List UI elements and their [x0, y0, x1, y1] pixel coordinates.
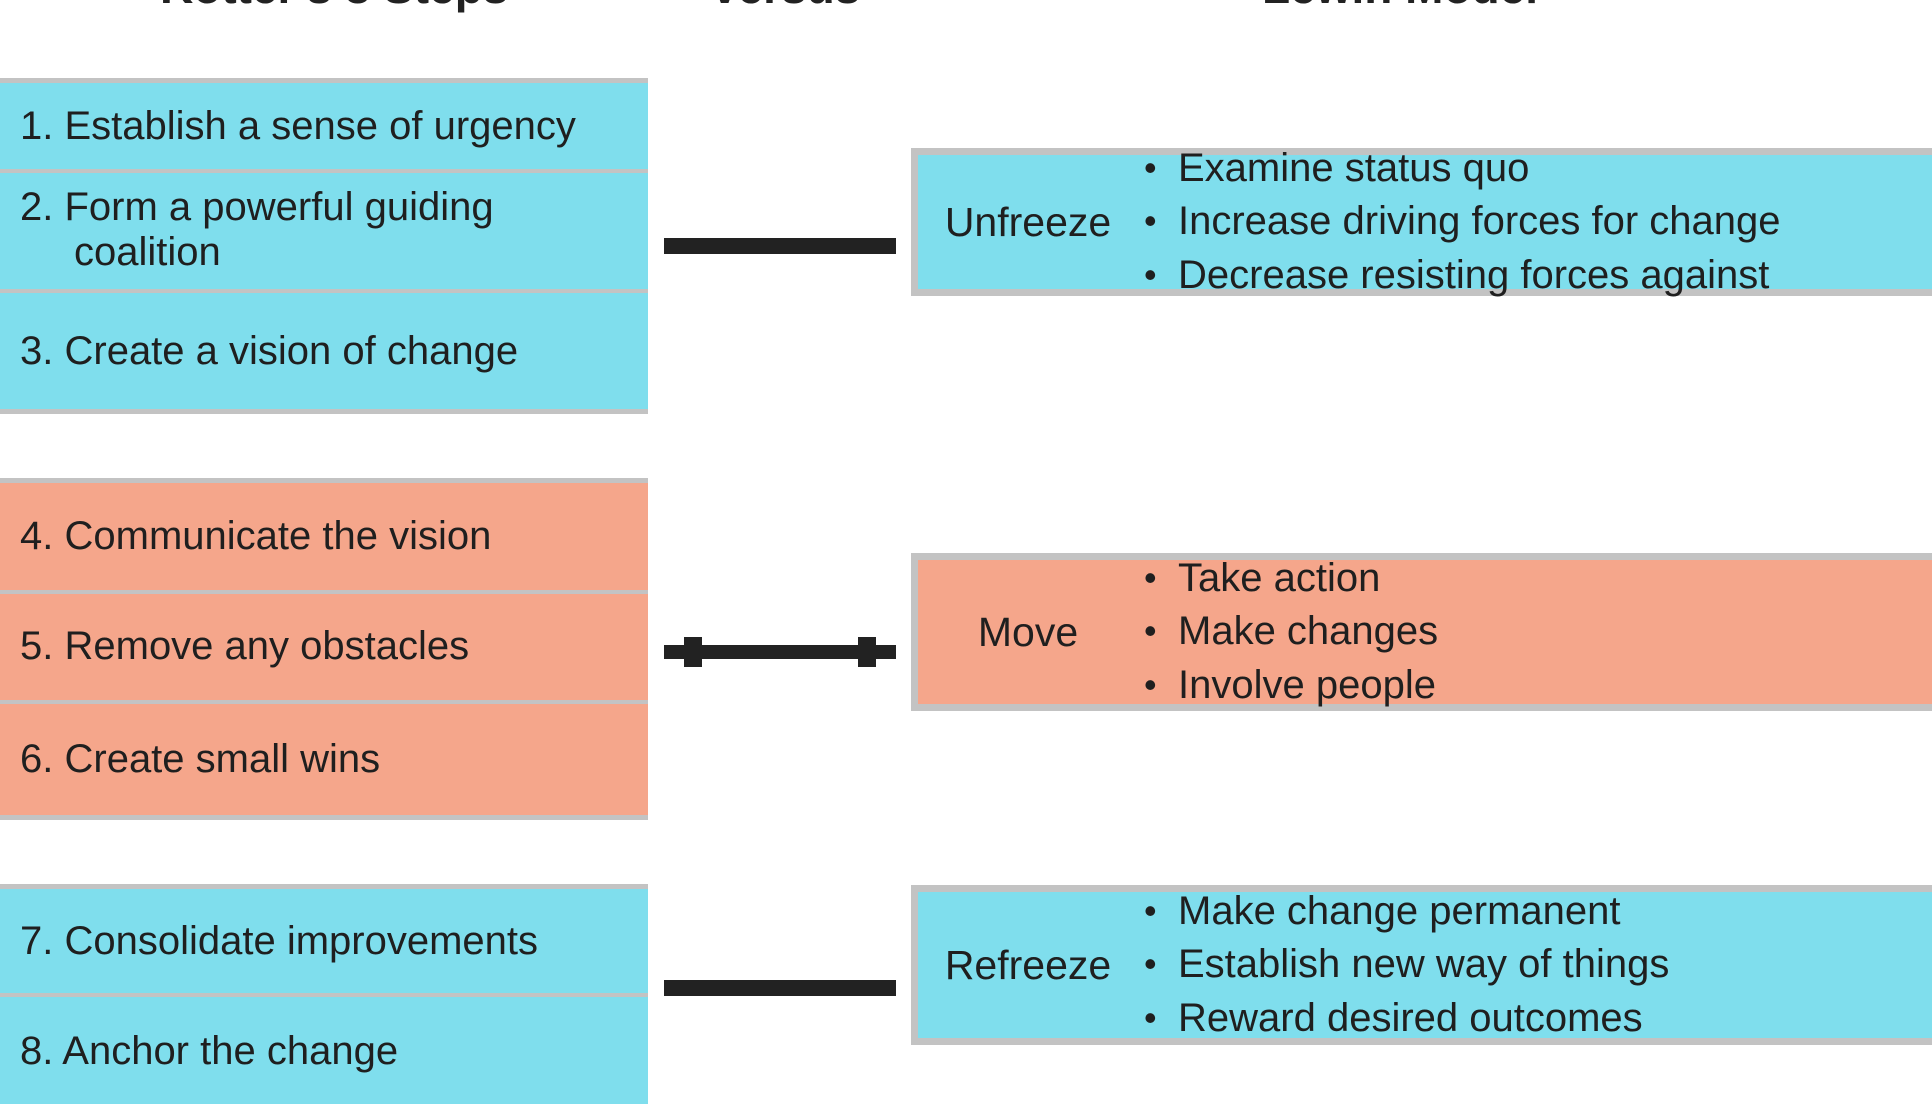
kotter-step-6-number: 6. — [20, 737, 54, 782]
diagram-header-row: Kotter's 8 Steps versus Lewin Model — [0, 0, 1932, 34]
kotter-step-1-text: 1. Establish a sense of urgency — [20, 104, 576, 149]
list-item: • Take action — [1144, 552, 1932, 606]
lewin-move-bullet-2: Make changes — [1178, 609, 1439, 654]
kotter-step-3[interactable]: 3. Create a vision of change — [0, 293, 648, 409]
list-item: • Increase driving forces for change — [1144, 195, 1932, 249]
lewin-phase-move-bullets: • Take action • Make changes • Involve p… — [1138, 552, 1932, 713]
kotter-step-1[interactable]: 1. Establish a sense of urgency — [0, 83, 648, 173]
kotter-step-8-text: 8. Anchor the change — [20, 1029, 398, 1074]
connector-refreeze-bar — [664, 980, 896, 996]
bullet-icon: • — [1144, 943, 1157, 985]
list-item: • Examine status quo — [1144, 142, 1932, 196]
header-kotter-title: Kotter's 8 Steps — [160, 0, 508, 10]
kotter-step-4-label: Communicate the vision — [64, 513, 492, 558]
lewin-move-bullet-1: Take action — [1178, 555, 1381, 600]
kotter-step-3-text: 3. Create a vision of change — [20, 329, 518, 374]
connector-move-left-cap — [684, 637, 702, 667]
kotter-step-1-number: 1. — [20, 103, 54, 148]
list-item: • Involve people — [1144, 659, 1932, 713]
kotter-step-6-text: 6. Create small wins — [20, 737, 380, 782]
kotter-step-5-label: Remove any obstacles — [64, 624, 470, 669]
lewin-refreeze-bullet-3: Reward desired outcomes — [1178, 995, 1643, 1040]
lewin-phase-move[interactable]: Move • Take action • Make changes • Invo… — [911, 553, 1932, 711]
list-item: • Decrease resisting forces against — [1144, 249, 1932, 303]
kotter-step-2-label: Form a powerful guiding — [64, 185, 494, 229]
kotter-step-2[interactable]: 2. Form a powerful guiding coalition — [0, 173, 648, 293]
header-middle-title: versus — [712, 0, 860, 10]
kotter-group-move: 4. Communicate the vision 5. Remove any … — [0, 478, 648, 820]
kotter-step-5-number: 5. — [20, 624, 54, 669]
kotter-step-2-label-wrap: coalition — [74, 229, 221, 274]
kotter-group-refreeze: 7. Consolidate improvements 8. Anchor th… — [0, 884, 648, 1104]
bullet-icon: • — [1144, 996, 1157, 1038]
lewin-phase-refreeze-bullets: • Make change permanent • Establish new … — [1138, 885, 1932, 1046]
list-item: • Establish new way of things — [1144, 938, 1932, 992]
bullet-icon: • — [1144, 663, 1157, 705]
bullet-icon: • — [1144, 200, 1157, 242]
connector-move-right-cap — [858, 637, 876, 667]
connector-unfreeze-bar — [664, 238, 896, 254]
kotter-step-7-text: 7. Consolidate improvements — [20, 919, 538, 964]
lewin-refreeze-bullet-1: Make change permanent — [1178, 888, 1621, 933]
kotter-step-7[interactable]: 7. Consolidate improvements — [0, 889, 648, 997]
kotter-step-5-text: 5. Remove any obstacles — [20, 624, 469, 669]
kotter-step-7-label: Consolidate improvements — [64, 918, 539, 963]
lewin-unfreeze-bullet-2: Increase driving forces for change — [1178, 199, 1781, 244]
header-lewin-title: Lewin Model — [1262, 0, 1538, 10]
bullet-icon: • — [1144, 889, 1157, 931]
kotter-step-4-number: 4. — [20, 513, 54, 558]
kotter-group-unfreeze: 1. Establish a sense of urgency 2. Form … — [0, 78, 648, 414]
bullet-icon: • — [1144, 556, 1157, 598]
lewin-phase-unfreeze[interactable]: Unfreeze • Examine status quo • Increase… — [911, 146, 1932, 297]
bullet-icon: • — [1144, 610, 1157, 652]
kotter-step-8-label: Anchor the change — [62, 1028, 399, 1073]
list-item: • Reward desired outcomes — [1144, 992, 1932, 1046]
kotter-step-8[interactable]: 8. Anchor the change — [0, 997, 648, 1104]
lewin-unfreeze-bullet-3: Decrease resisting forces against — [1178, 252, 1770, 297]
kotter-step-4[interactable]: 4. Communicate the vision — [0, 483, 648, 594]
connector-move-bar — [664, 637, 896, 667]
lewin-phase-unfreeze-name: Unfreeze — [944, 198, 1112, 245]
kotter-step-6[interactable]: 6. Create small wins — [0, 704, 648, 815]
lewin-unfreeze-bullet-1: Examine status quo — [1178, 145, 1530, 190]
lewin-phase-refreeze[interactable]: Refreeze • Make change permanent • Estab… — [911, 885, 1932, 1045]
kotter-step-2-text: 2. Form a powerful guiding coalition — [20, 185, 494, 275]
lewin-phase-refreeze-name: Refreeze — [944, 941, 1112, 988]
kotter-step-6-label: Create small wins — [64, 737, 381, 782]
kotter-step-3-label: Create a vision of change — [64, 328, 519, 373]
kotter-step-3-number: 3. — [20, 328, 54, 373]
list-item: • Make changes — [1144, 605, 1932, 659]
kotter-step-1-label: Establish a sense of urgency — [64, 103, 576, 148]
lewin-refreeze-bullet-2: Establish new way of things — [1178, 942, 1670, 987]
kotter-step-4-text: 4. Communicate the vision — [20, 514, 491, 559]
kotter-step-2-number: 2. — [20, 185, 54, 229]
kotter-step-7-number: 7. — [20, 918, 54, 963]
kotter-step-8-number: 8. — [20, 1028, 54, 1073]
lewin-move-bullet-3: Involve people — [1178, 662, 1436, 707]
bullet-icon: • — [1144, 146, 1157, 188]
bullet-icon: • — [1144, 253, 1157, 295]
lewin-phase-move-name: Move — [977, 608, 1079, 655]
kotter-step-5[interactable]: 5. Remove any obstacles — [0, 594, 648, 705]
lewin-phase-unfreeze-bullets: • Examine status quo • Increase driving … — [1138, 142, 1932, 303]
list-item: • Make change permanent — [1144, 885, 1932, 939]
